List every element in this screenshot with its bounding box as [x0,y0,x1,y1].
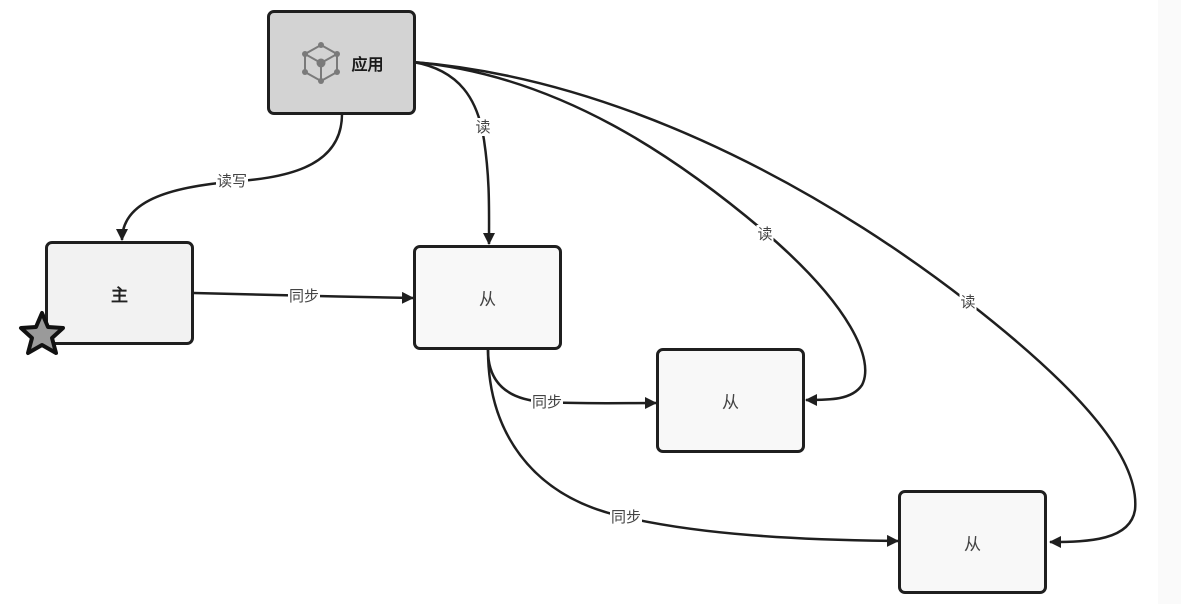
node-master[interactable]: 主 [45,241,194,345]
edge-label-read-write: 读写 [215,172,249,190]
node-slave-2[interactable]: 从 [656,348,805,453]
edge-app-slave1[interactable] [412,60,496,245]
node-slave-1-label: 从 [479,290,496,310]
edge-label-sync: 同步 [287,287,321,305]
edge-label-sync: 同步 [609,508,643,526]
node-slave-3[interactable]: 从 [898,490,1047,594]
edge-label-read: 读 [959,293,977,311]
margin-strip [1158,0,1181,604]
node-app[interactable]: 应用 [267,10,416,115]
node-slave-1[interactable]: 从 [413,245,562,350]
edge-slave1-slave2[interactable] [486,349,657,410]
node-master-label: 主 [111,285,128,306]
edge-app-slave3[interactable] [412,60,1137,548]
edge-label-read: 读 [474,118,492,136]
node-app-label: 应用 [351,54,384,74]
node-slave-2-label: 从 [722,393,739,413]
edge-app-slave2[interactable] [412,60,867,406]
edge-label-sync: 同步 [530,393,564,411]
edge-label-read: 读 [756,225,774,243]
star-icon [19,311,65,355]
cube-network-icon [302,41,341,84]
node-slave-3-label: 从 [964,534,981,555]
